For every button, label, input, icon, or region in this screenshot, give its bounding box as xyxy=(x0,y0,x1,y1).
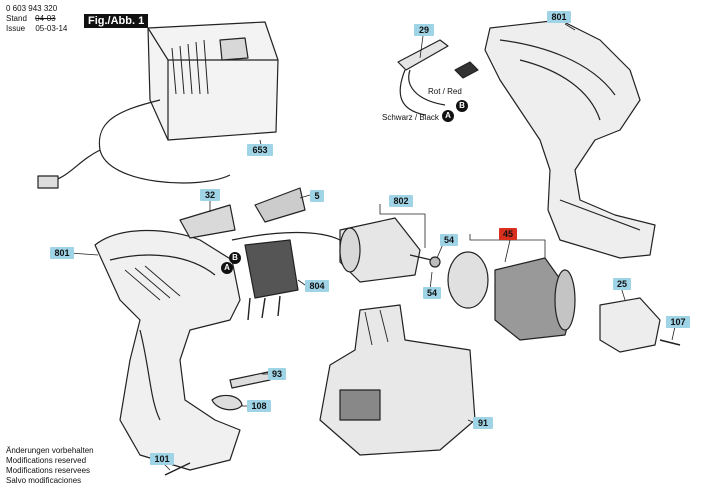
part-number: 0 603 943 320 xyxy=(6,4,58,13)
wire-note-black: Schwarz / Black xyxy=(382,113,439,122)
callout-101: 101 xyxy=(150,453,174,465)
stand-value: 04-03 xyxy=(35,14,56,23)
callout-25: 25 xyxy=(613,278,631,290)
charger-drawing xyxy=(37,21,279,189)
screw-101-drawing xyxy=(164,462,191,476)
switch-drawing xyxy=(231,231,341,321)
stand-label: Stand xyxy=(6,14,27,23)
notice-de: Änderungen vorbehalten xyxy=(6,446,94,455)
callout-802: 802 xyxy=(389,195,413,207)
issue-label: Issue xyxy=(6,24,26,33)
callout-54-bottom: 54 xyxy=(423,287,441,299)
callout-32: 32 xyxy=(200,189,220,201)
battery-drawing xyxy=(319,304,476,456)
notice-es: Salvo modificaciones xyxy=(6,476,82,485)
document-header: 0 603 943 320 Stand 04-03 Issue 05-03-14 xyxy=(6,4,67,34)
callout-5: 5 xyxy=(310,190,324,202)
belt-clip-drawing xyxy=(211,394,243,411)
modification-notice: Änderungen vorbehalten Modifications res… xyxy=(6,446,94,486)
callout-653: 653 xyxy=(247,144,273,156)
marker-b-top: B xyxy=(456,100,468,112)
marker-a-top: A xyxy=(442,110,454,122)
marker-b-left: B xyxy=(229,252,241,264)
callout-107: 107 xyxy=(666,316,690,328)
issue-value: 05-03-14 xyxy=(35,24,68,33)
switch-cover-drawing xyxy=(179,204,236,239)
notice-en: Modifications reserved xyxy=(6,456,87,465)
callout-93: 93 xyxy=(268,368,286,380)
notice-fr: Modifications reservees xyxy=(6,466,91,475)
callout-91: 91 xyxy=(473,417,493,429)
drill-housing-drawing xyxy=(94,229,241,471)
callout-804: 804 xyxy=(305,280,329,292)
gearbox-drawing xyxy=(447,251,576,341)
figure-tag: Fig./Abb. 1 xyxy=(84,14,149,28)
switch-knob-drawing xyxy=(254,187,306,223)
chuck-drawing xyxy=(599,297,661,353)
callout-108: 108 xyxy=(247,400,271,412)
bit-holder-drawing xyxy=(229,371,271,389)
screw-107-drawing xyxy=(659,339,681,346)
callout-801-left: 801 xyxy=(50,247,74,259)
marker-a-left: A xyxy=(221,262,233,274)
callout-801-top: 801 xyxy=(547,11,571,23)
motor-drawing xyxy=(339,217,441,283)
housing-half-drawing xyxy=(484,19,656,259)
callout-45: 45 xyxy=(499,228,517,240)
connector-plate-drawing xyxy=(397,39,479,116)
wire-note-red: Rot / Red xyxy=(428,87,462,96)
callout-54-top: 54 xyxy=(440,234,458,246)
callout-29: 29 xyxy=(414,24,434,36)
